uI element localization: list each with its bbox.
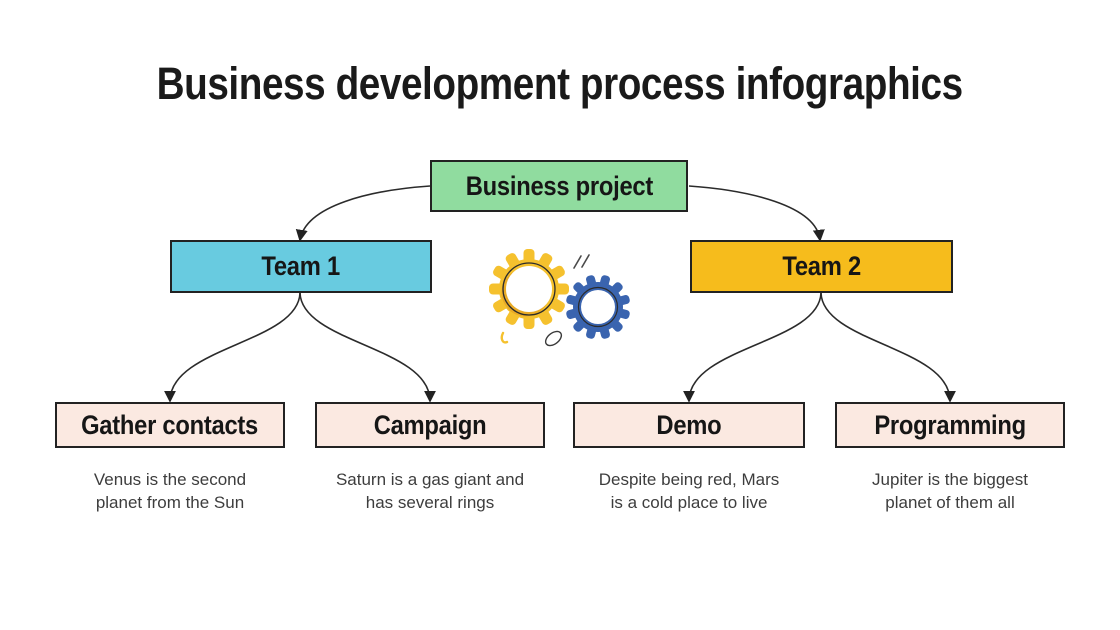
node-team-1: Team 1 bbox=[170, 240, 432, 293]
doodle-drip-icon bbox=[500, 331, 509, 344]
node-gather-contacts-label: Gather contacts bbox=[81, 409, 259, 440]
node-campaign-label: Campaign bbox=[373, 409, 487, 440]
node-programming-label: Programming bbox=[874, 409, 1026, 440]
caption-line: is a cold place to live bbox=[610, 493, 768, 512]
connector-root-to-team1 bbox=[295, 185, 431, 242]
node-gather-contacts: Gather contacts bbox=[55, 402, 285, 448]
connector-team2-to-programming bbox=[820, 292, 956, 403]
caption-demo: Despite being red, Mars is a cold place … bbox=[539, 468, 839, 514]
caption-line: Venus is the second bbox=[93, 470, 247, 489]
node-demo-label: Demo bbox=[656, 409, 722, 440]
connector-root-to-team2 bbox=[688, 185, 825, 242]
caption-line: Jupiter is the biggest bbox=[872, 470, 1028, 489]
caption-gather-contacts: Venus is the second planet from the Sun bbox=[20, 468, 320, 514]
caption-line: Saturn is a gas giant and bbox=[335, 470, 525, 489]
node-business-project: Business project bbox=[430, 160, 688, 212]
node-demo: Demo bbox=[573, 402, 805, 448]
node-programming: Programming bbox=[835, 402, 1065, 448]
caption-line: Despite being red, Mars bbox=[598, 470, 780, 489]
gears-icon bbox=[489, 249, 630, 347]
connector-team1-to-gather bbox=[164, 292, 301, 403]
yellow-gear-icon bbox=[489, 249, 569, 329]
sparkle-slash-icon bbox=[573, 254, 590, 269]
caption-campaign: Saturn is a gas giant and has several ri… bbox=[280, 468, 580, 514]
node-team-2-label: Team 2 bbox=[782, 251, 861, 281]
caption-line: has several rings bbox=[365, 493, 495, 512]
node-team-1-label: Team 1 bbox=[261, 251, 341, 281]
doodle-blob-icon bbox=[544, 330, 563, 347]
node-campaign: Campaign bbox=[315, 402, 545, 448]
node-business-project-label: Business project bbox=[465, 170, 653, 201]
page-title: Business development process infographic… bbox=[156, 58, 964, 109]
blue-gear-icon bbox=[566, 275, 630, 339]
connector-team2-to-demo bbox=[683, 292, 822, 403]
node-team-2: Team 2 bbox=[690, 240, 953, 293]
caption-programming: Jupiter is the biggest planet of them al… bbox=[800, 468, 1100, 514]
caption-line: planet of them all bbox=[885, 493, 1015, 512]
caption-line: planet from the Sun bbox=[95, 493, 245, 512]
connector-team1-to-campaign bbox=[299, 292, 436, 403]
